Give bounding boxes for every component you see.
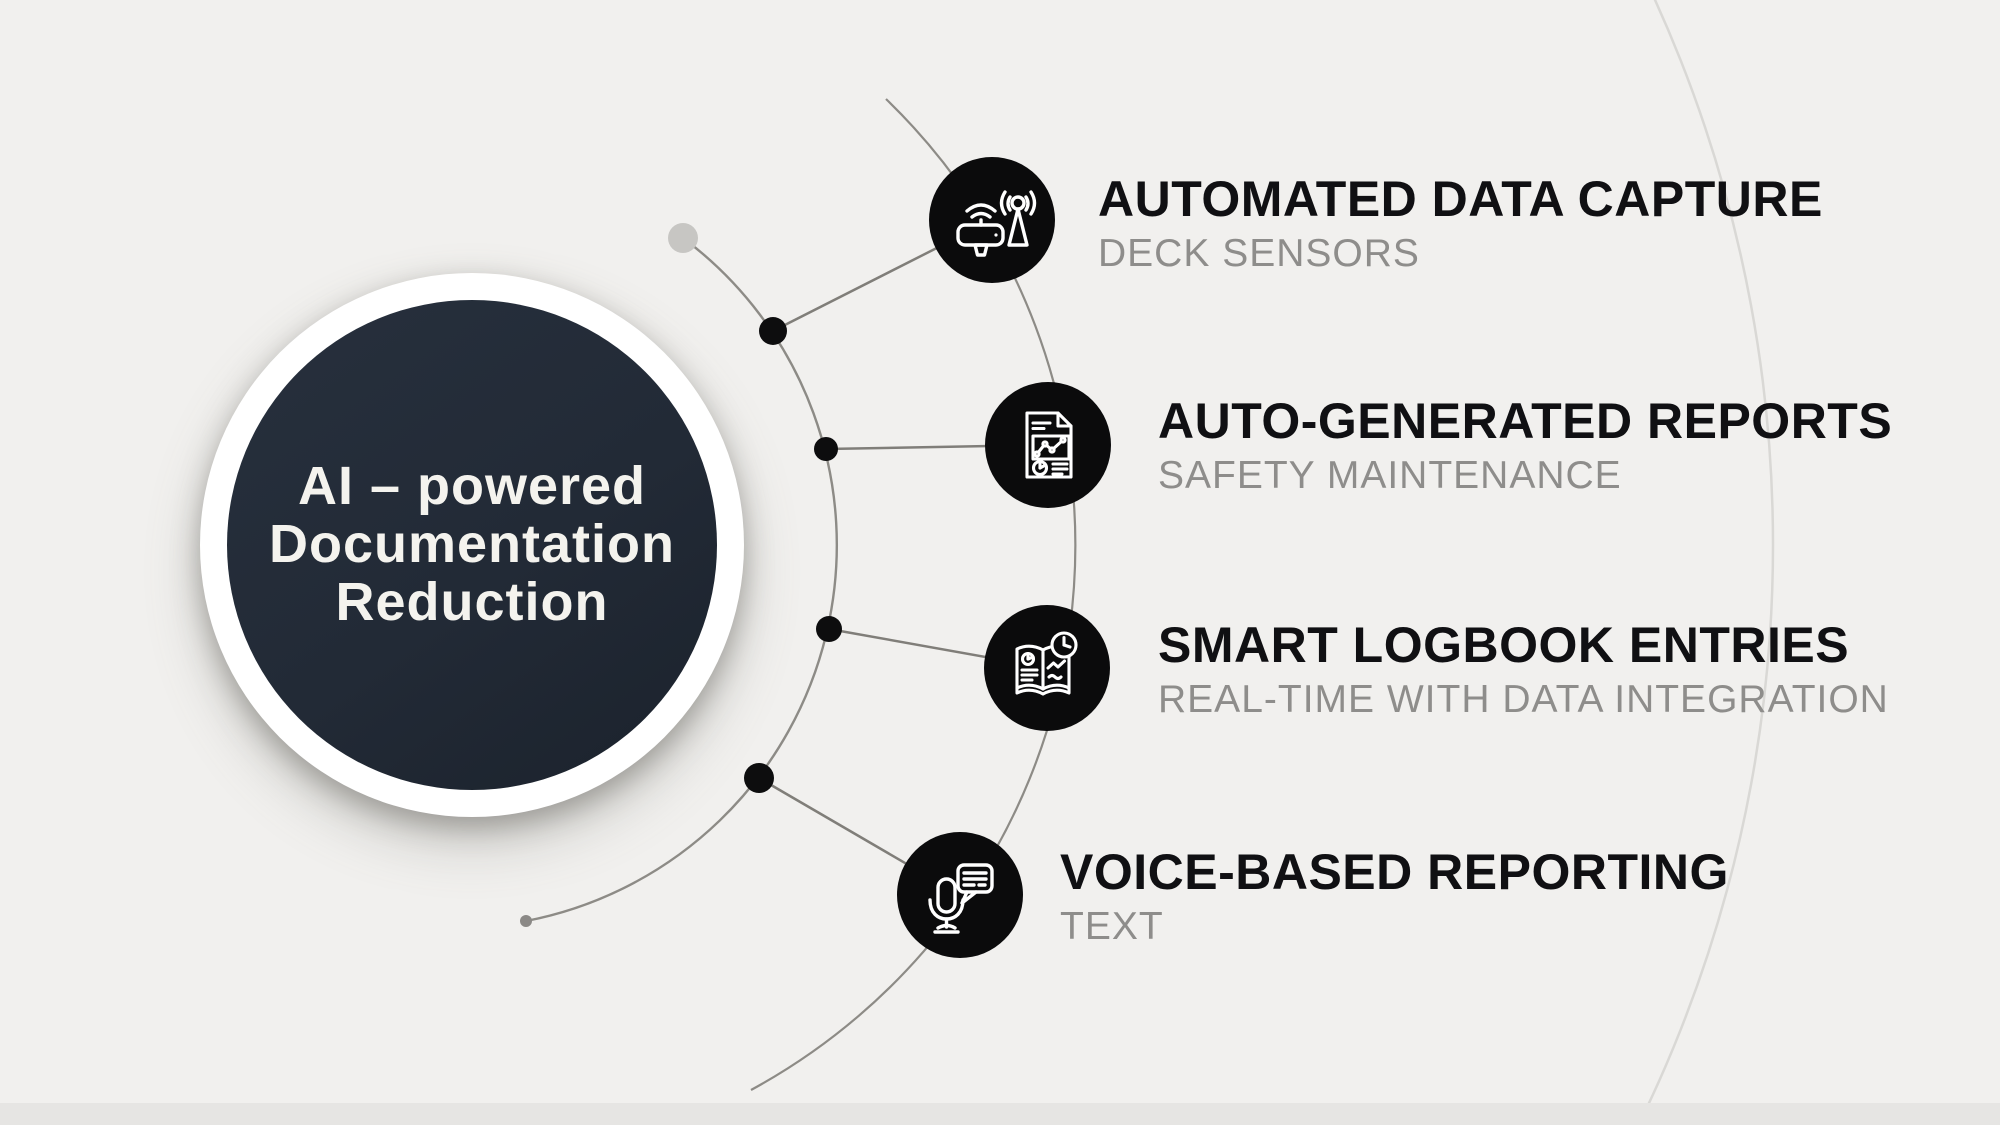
bottom-band [0,1103,2000,1125]
item-heading: VOICE-BASED REPORTING [1060,844,1729,900]
microphone-chat-icon [928,863,994,934]
node-dot [744,763,774,793]
node-dot-light [668,223,698,253]
hub-title: AI – powered Documentation Reduction [227,300,717,790]
item-icon-circle [897,832,1023,958]
item-heading: AUTOMATED DATA CAPTURE [1098,171,1823,227]
item-text-block: SMART LOGBOOK ENTRIES REAL-TIME WITH DAT… [1158,616,1889,724]
item-heading: AUTO-GENERATED REPORTS [1158,393,1893,449]
hub-title-line: AI – powered [297,456,647,517]
item-text-block: AUTOMATED DATA CAPTURE DECK SENSORS [1098,170,1823,278]
node-dot [759,317,787,345]
item-subheading: TEXT [1060,905,1164,948]
sensor-antenna-icon [956,190,1037,257]
item-text-block: VOICE-BASED REPORTING TEXT [1060,843,1729,951]
item-text-block: AUTO-GENERATED REPORTS SAFETY MAINTENANC… [1158,392,1892,500]
node-dot [816,616,842,642]
item-icon-circle [984,605,1110,731]
background-orbit-arc [1636,0,1774,1125]
item-subheading: REAL-TIME WITH DATA INTEGRATION [1158,678,1889,721]
logbook-clock-icon [1015,631,1078,696]
item-subheading: SAFETY MAINTENANCE [1158,454,1622,497]
report-document-icon [1025,411,1073,479]
item-icon-circle [929,157,1055,283]
hub-circle: AI – powered Documentation Reduction [200,273,744,817]
item-icon-circle [985,382,1111,508]
item-subheading: DECK SENSORS [1098,232,1420,275]
item-heading: SMART LOGBOOK ENTRIES [1158,617,1850,673]
node-dot-end [520,915,532,927]
node-dot [814,437,838,461]
hub-title-line: Reduction [335,571,609,632]
hub-title-line: Documentation [268,514,675,575]
